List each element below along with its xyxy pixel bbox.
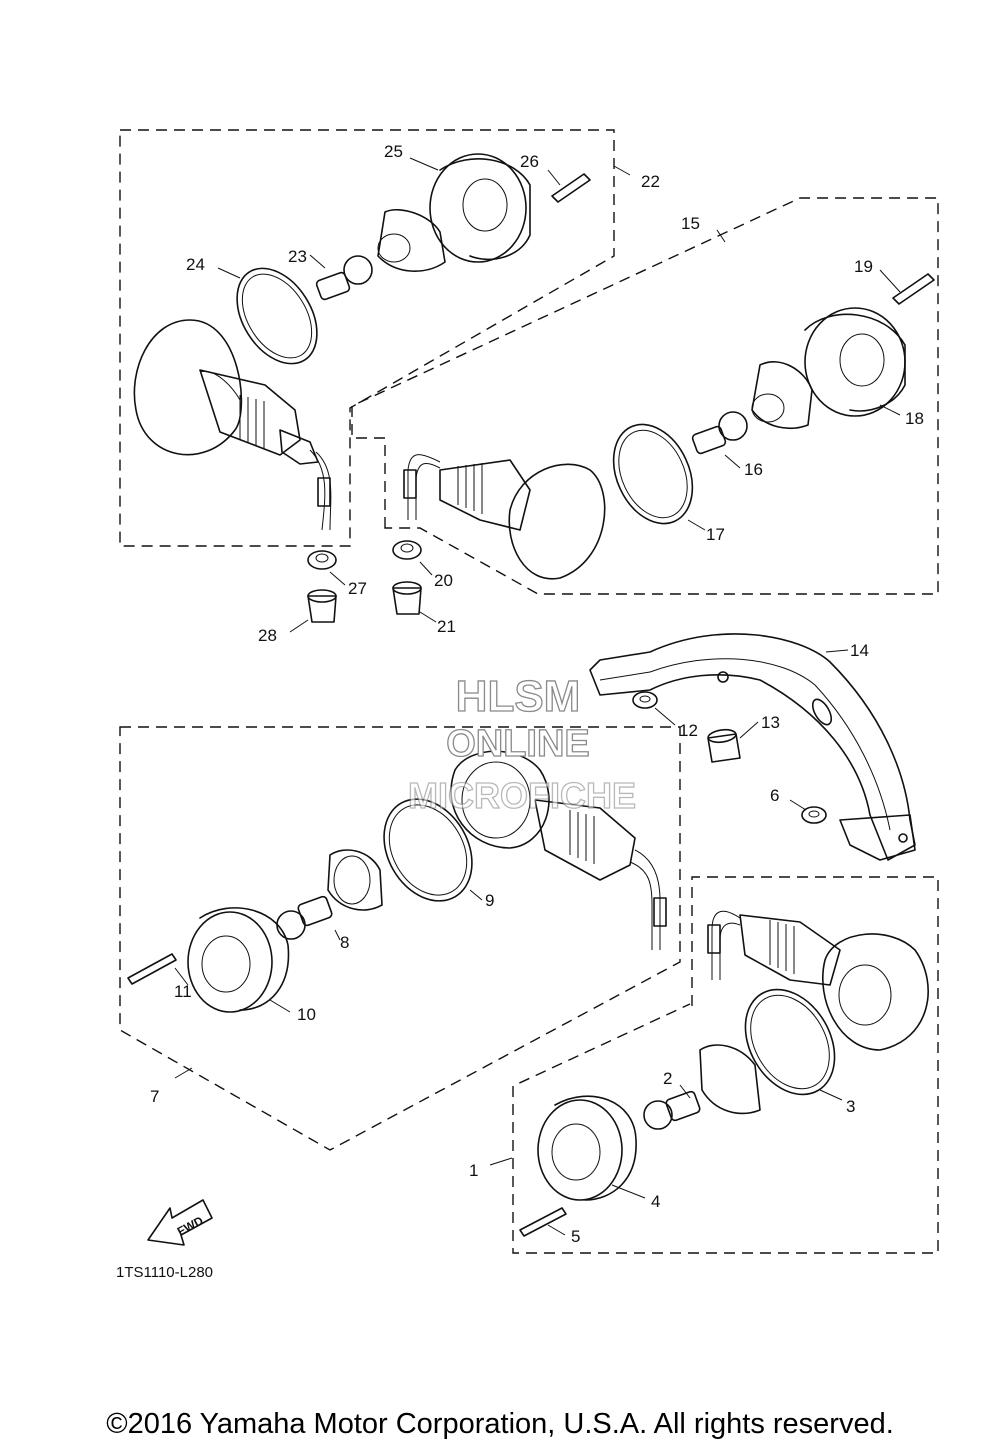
callout-2: 2: [663, 1069, 672, 1088]
screw-26: [551, 173, 591, 203]
damper-21: [392, 581, 422, 615]
damper-13: [707, 728, 741, 763]
bulb-23: [315, 255, 373, 301]
gasket-3: [744, 988, 836, 1096]
forward-arrow-label: FWD: [175, 1213, 206, 1238]
callout-26: 26: [520, 152, 539, 171]
callout-13: 13: [761, 713, 780, 732]
nut-20: [392, 540, 422, 560]
callout-labels: 1 2 3 4 5 6 7 8 9 10 11 12 13 14 15 16 1…: [150, 142, 924, 1246]
leader-lines: [174, 157, 901, 1236]
nut-27: [307, 550, 337, 570]
callout-14: 14: [850, 641, 869, 660]
forward-direction-arrow: FWD: [147, 1199, 213, 1246]
housing-body-22: [199, 369, 301, 456]
bracket-tab: [839, 814, 916, 861]
screw-5: [519, 1207, 567, 1237]
callout-12: 12: [679, 721, 698, 740]
rim-25: [429, 153, 531, 263]
connector-1: [707, 924, 721, 954]
reflector-8: [327, 849, 383, 911]
callout-3: 3: [846, 1097, 855, 1116]
connector-15: [403, 469, 417, 499]
lens-15: [508, 463, 606, 580]
callout-8: 8: [340, 933, 349, 952]
callout-25: 25: [384, 142, 403, 161]
callout-7: 7: [150, 1087, 159, 1106]
callout-27: 27: [348, 579, 367, 598]
housing-body-7: [534, 799, 636, 881]
watermark-line-2: ONLINE: [446, 723, 590, 765]
forward-arrow-icon: [147, 1199, 213, 1246]
callout-9: 9: [485, 891, 494, 910]
callout-19: 19: [854, 257, 873, 276]
callout-4: 4: [651, 1192, 660, 1211]
connector-7: [653, 897, 667, 927]
bulb-8: [276, 895, 333, 940]
callout-20: 20: [434, 571, 453, 590]
screw-11: [127, 953, 177, 985]
rim-18: [804, 307, 906, 417]
housing-ribs-22: [239, 395, 265, 449]
callout-17: 17: [706, 525, 725, 544]
gasket-17: [612, 423, 694, 525]
lens-24: [133, 319, 243, 456]
watermark-line-3: MICROFICHE: [408, 775, 636, 816]
callout-21: 21: [437, 617, 456, 636]
callout-10: 10: [297, 1005, 316, 1024]
callout-24: 24: [186, 255, 205, 274]
housing-body-15: [439, 459, 531, 531]
damper-28: [307, 589, 337, 623]
socket-22: [279, 429, 319, 465]
reflector-1: [699, 1044, 761, 1115]
bulb-16: [691, 411, 748, 455]
gasket-24: [236, 267, 318, 365]
callout-15: 15: [681, 214, 700, 233]
rim-4: [537, 1095, 637, 1201]
wires-15: [407, 454, 441, 520]
group-15-outline: [351, 197, 939, 595]
group-22-outline: [119, 129, 615, 547]
reflector-22: [377, 208, 446, 272]
bulb-2: [643, 1090, 701, 1130]
callout-6: 6: [770, 786, 779, 805]
group-1-outline: [512, 876, 939, 1254]
bracket-14: [589, 633, 916, 861]
lens-1: [822, 933, 929, 1051]
connector-22: [317, 477, 331, 507]
nut-6: [801, 806, 827, 824]
callout-1: 1: [469, 1161, 478, 1180]
gasket-9: [383, 798, 473, 902]
callout-18: 18: [905, 409, 924, 428]
lens-24-inner: [199, 370, 241, 401]
lens-7: [450, 750, 550, 849]
callout-11: 11: [174, 982, 192, 1001]
callout-5: 5: [571, 1227, 580, 1246]
wires-1: [711, 910, 741, 980]
watermark-line-1: HLSM: [456, 672, 581, 721]
housing-body-1: [739, 914, 841, 986]
turn-signal-assembly-22: [133, 153, 591, 531]
callout-22: 22: [641, 172, 660, 191]
group-7-outline: [119, 726, 681, 1151]
watermark: HLSM ONLINE MICROFICHE: [407, 671, 636, 816]
screw-19: [892, 273, 935, 305]
gasket-24-inner: [241, 273, 313, 359]
nut-12: [632, 691, 658, 709]
copyright-notice: ©2016 Yamaha Motor Corporation, U.S.A. A…: [106, 1408, 894, 1440]
rim-10: [187, 907, 290, 1013]
callout-23: 23: [288, 247, 307, 266]
diagram-reference-code: 1TS1110-L280: [116, 1264, 214, 1281]
callout-16: 16: [744, 460, 763, 479]
callout-28: 28: [258, 626, 277, 645]
wires-7: [629, 849, 661, 950]
turn-signal-assembly-7: [127, 750, 667, 1013]
turn-signal-assembly-15: [403, 273, 935, 580]
reflector-15: [751, 361, 813, 430]
turn-signal-assembly-1: [519, 910, 929, 1237]
